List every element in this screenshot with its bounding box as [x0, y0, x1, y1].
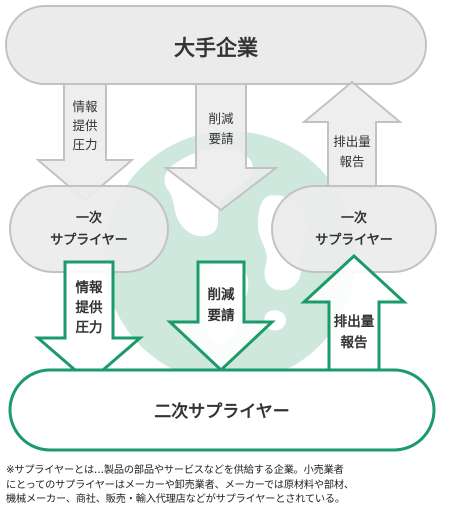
top-box: 大手企業 — [5, 5, 427, 85]
upper-arrow-pressure-line-1: 情報 — [72, 99, 98, 114]
lower-arrow-emission: 排出量 報告 — [300, 253, 408, 384]
primary-left-line-2: サプライヤー — [50, 233, 128, 248]
footnote-line-3: 機械メーカー、商社、販売・輸入代理店などがサプライヤーとされている。 — [6, 494, 345, 505]
upper-arrow-emission-line-1: 排出量 — [333, 134, 371, 149]
lower-arrow-emission-line-2: 報告 — [341, 334, 368, 351]
upper-arrow-reduction: 削減 要請 — [163, 83, 279, 212]
primary-right-line-1: 一次 — [341, 210, 367, 226]
footnote-line-2: にとってのサプライヤーはメーカーや卸売業者、メーカーでは原材料や部材、 — [6, 479, 354, 491]
lower-arrow-reduction: 削減 要請 — [166, 260, 276, 373]
upper-arrow-pressure-line-3: 圧力 — [72, 137, 97, 152]
upper-arrow-reduction-line-2: 要請 — [208, 131, 233, 146]
upper-arrow-pressure-line-2: 提供 — [72, 118, 97, 133]
upper-arrow-reduction-line-1: 削減 — [208, 111, 234, 126]
footnote-line-1: ※サプライヤーとは…製品の部品やサービスなどを供給する企業。小売業者 — [6, 465, 344, 476]
lower-arrow-pressure-line-1: 情報 — [76, 279, 103, 296]
bottom-box-label: 二次サプライヤー — [154, 401, 290, 422]
lower-arrow-pressure-line-2: 提供 — [76, 299, 103, 316]
primary-supplier-right: 一次 サプライヤー — [271, 185, 437, 273]
upper-arrow-emission-line-2: 報告 — [339, 154, 364, 169]
lower-arrow-emission-line-1: 排出量 — [334, 313, 375, 330]
top-box-label: 大手企業 — [174, 36, 259, 60]
primary-supplier-left: 一次 サプライヤー — [9, 185, 169, 273]
footnote: ※サプライヤーとは…製品の部品やサービスなどを供給する企業。小売業者 にとっての… — [6, 464, 458, 508]
primary-right-line-2: サプライヤー — [315, 233, 393, 248]
lower-arrow-pressure-line-3: 圧力 — [76, 319, 103, 336]
primary-left-line-1: 一次 — [76, 210, 102, 226]
upper-arrow-pressure: 情報 提供 圧力 — [35, 83, 135, 202]
upper-arrow-emission: 排出量 報告 — [301, 80, 403, 189]
lower-arrow-reduction-line-2: 要請 — [208, 307, 235, 324]
lower-arrow-pressure: 情報 提供 圧力 — [33, 260, 145, 384]
lower-arrow-reduction-line-1: 削減 — [208, 286, 235, 303]
bottom-box: 二次サプライヤー — [8, 368, 436, 452]
